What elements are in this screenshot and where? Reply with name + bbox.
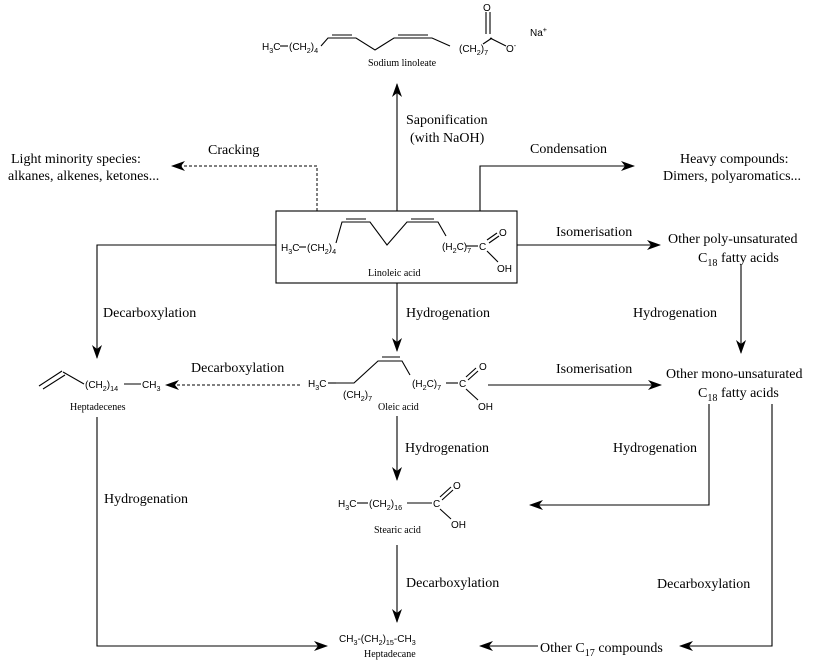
sa-oh: OH [451, 520, 466, 531]
linoleic-acid-structure: H3C (CH2)4 (H2C)7 C O OH Linoleic acid [275, 210, 518, 284]
heptadecane-caption: Heptadecane [364, 649, 416, 660]
decarboxylation-right-label: Decarboxylation [657, 577, 750, 592]
oleic-acid-structure: H3C (CH2)7 (H2C)7 C O OH Oleic acid [308, 356, 493, 413]
decarboxylation-left-arrow [92, 244, 276, 359]
saponification-condition: (with NaOH) [410, 131, 485, 146]
mono-unsaturated-line-2: C18 fatty acids [698, 386, 779, 404]
sodium-linoleate-caption: Sodium linoleate [368, 58, 437, 69]
decarboxylation-left-label: Decarboxylation [103, 306, 196, 321]
oa-c: C [459, 379, 466, 390]
sl-o: O [483, 3, 491, 14]
heptadecenes-structure: (CH2)14 CH3 Heptadecenes [38, 370, 160, 413]
poly-unsaturated-line-1: Other poly-unsaturated [668, 232, 797, 247]
oa-ch2-7a: (CH2)7 [343, 390, 372, 403]
linoleic-acid-caption: Linoleic acid [368, 268, 420, 279]
hd-ch2-14: (CH2)14 [85, 380, 118, 393]
la-ch2-7: (H2C)7 [442, 242, 471, 255]
sl-o-minus: O- [506, 41, 517, 55]
saponification-label: Saponification [406, 113, 488, 128]
light-species-line-2: alkanes, alkenes, ketones... [8, 169, 159, 184]
hydrogenation-poly-label: Hydrogenation [633, 306, 717, 321]
heavy-compounds-line-2: Dimers, polyaromatics... [663, 169, 801, 184]
isomerisation-label-2: Isomerisation [556, 362, 632, 377]
sa-ch2-16: (CH2)16 [369, 499, 402, 512]
hydrogenation-heptadecenes-label: Hydrogenation [104, 492, 188, 507]
heptadecane-formula: CH3-(CH2)15-CH3 [339, 634, 416, 647]
hydrogenation-oleic-label: Hydrogenation [405, 441, 489, 456]
hydrogenation-linoleic-label: Hydrogenation [406, 306, 490, 321]
sl-h3c: H3C [262, 42, 280, 55]
other-c17-label: Other C17 compounds [540, 641, 663, 659]
oa-h3c: H3C [308, 379, 326, 392]
la-oh: OH [497, 264, 512, 275]
hydrogenation-mono-arrow [529, 404, 710, 510]
condensation-label: Condensation [530, 142, 607, 157]
la-c: C [479, 242, 486, 253]
sa-h3c: H3C [338, 499, 356, 512]
oa-ch2-7b: (H2C)7 [412, 379, 441, 392]
stearic-acid-caption: Stearic acid [374, 525, 421, 536]
oa-o: O [479, 362, 487, 373]
sa-o: O [453, 481, 461, 492]
sl-na: Na+ [530, 25, 547, 39]
condensation-arrow [479, 161, 635, 211]
stearic-acid-structure: H3C (CH2)16 C O OH Stearic acid [338, 481, 466, 536]
hydrogenation-mono-label: Hydrogenation [613, 441, 697, 456]
oa-oh: OH [478, 402, 493, 413]
isomerisation-label-1: Isomerisation [556, 225, 632, 240]
decarboxylation-stearic-label: Decarboxylation [406, 576, 499, 591]
light-species-line-1: Light minority species: [11, 152, 141, 167]
la-ch2-4: (CH2)4 [307, 243, 336, 256]
decarboxylation-right-arrow [679, 404, 773, 651]
cracking-label: Cracking [208, 143, 259, 158]
poly-unsaturated-line-2: C18 fatty acids [698, 251, 779, 269]
heptadecenes-caption: Heptadecenes [70, 402, 126, 413]
decarboxylation-mid-label: Decarboxylation [191, 361, 284, 376]
mono-unsaturated-line-1: Other mono-unsaturated [666, 367, 802, 382]
sa-c: C [433, 499, 440, 510]
sodium-linoleate-structure: H3C (CH2)4 (CH2)7 O O- Na+ Sodium linole… [262, 3, 547, 69]
heavy-compounds-line-1: Heavy compounds: [680, 152, 788, 167]
heptadecane-structure: CH3-(CH2)15-CH3 Heptadecane [339, 634, 416, 660]
hydrogenation-heptadecenes-arrow [96, 417, 328, 651]
oleic-acid-caption: Oleic acid [378, 402, 419, 413]
la-h3c: H3C [281, 243, 299, 256]
hd-ch3: CH3 [142, 380, 160, 393]
la-o: O [499, 228, 507, 239]
sl-ch2-4: (CH2)4 [289, 42, 318, 55]
cracking-arrow [171, 161, 318, 211]
sl-ch2-7: (CH2)7 [459, 44, 488, 57]
